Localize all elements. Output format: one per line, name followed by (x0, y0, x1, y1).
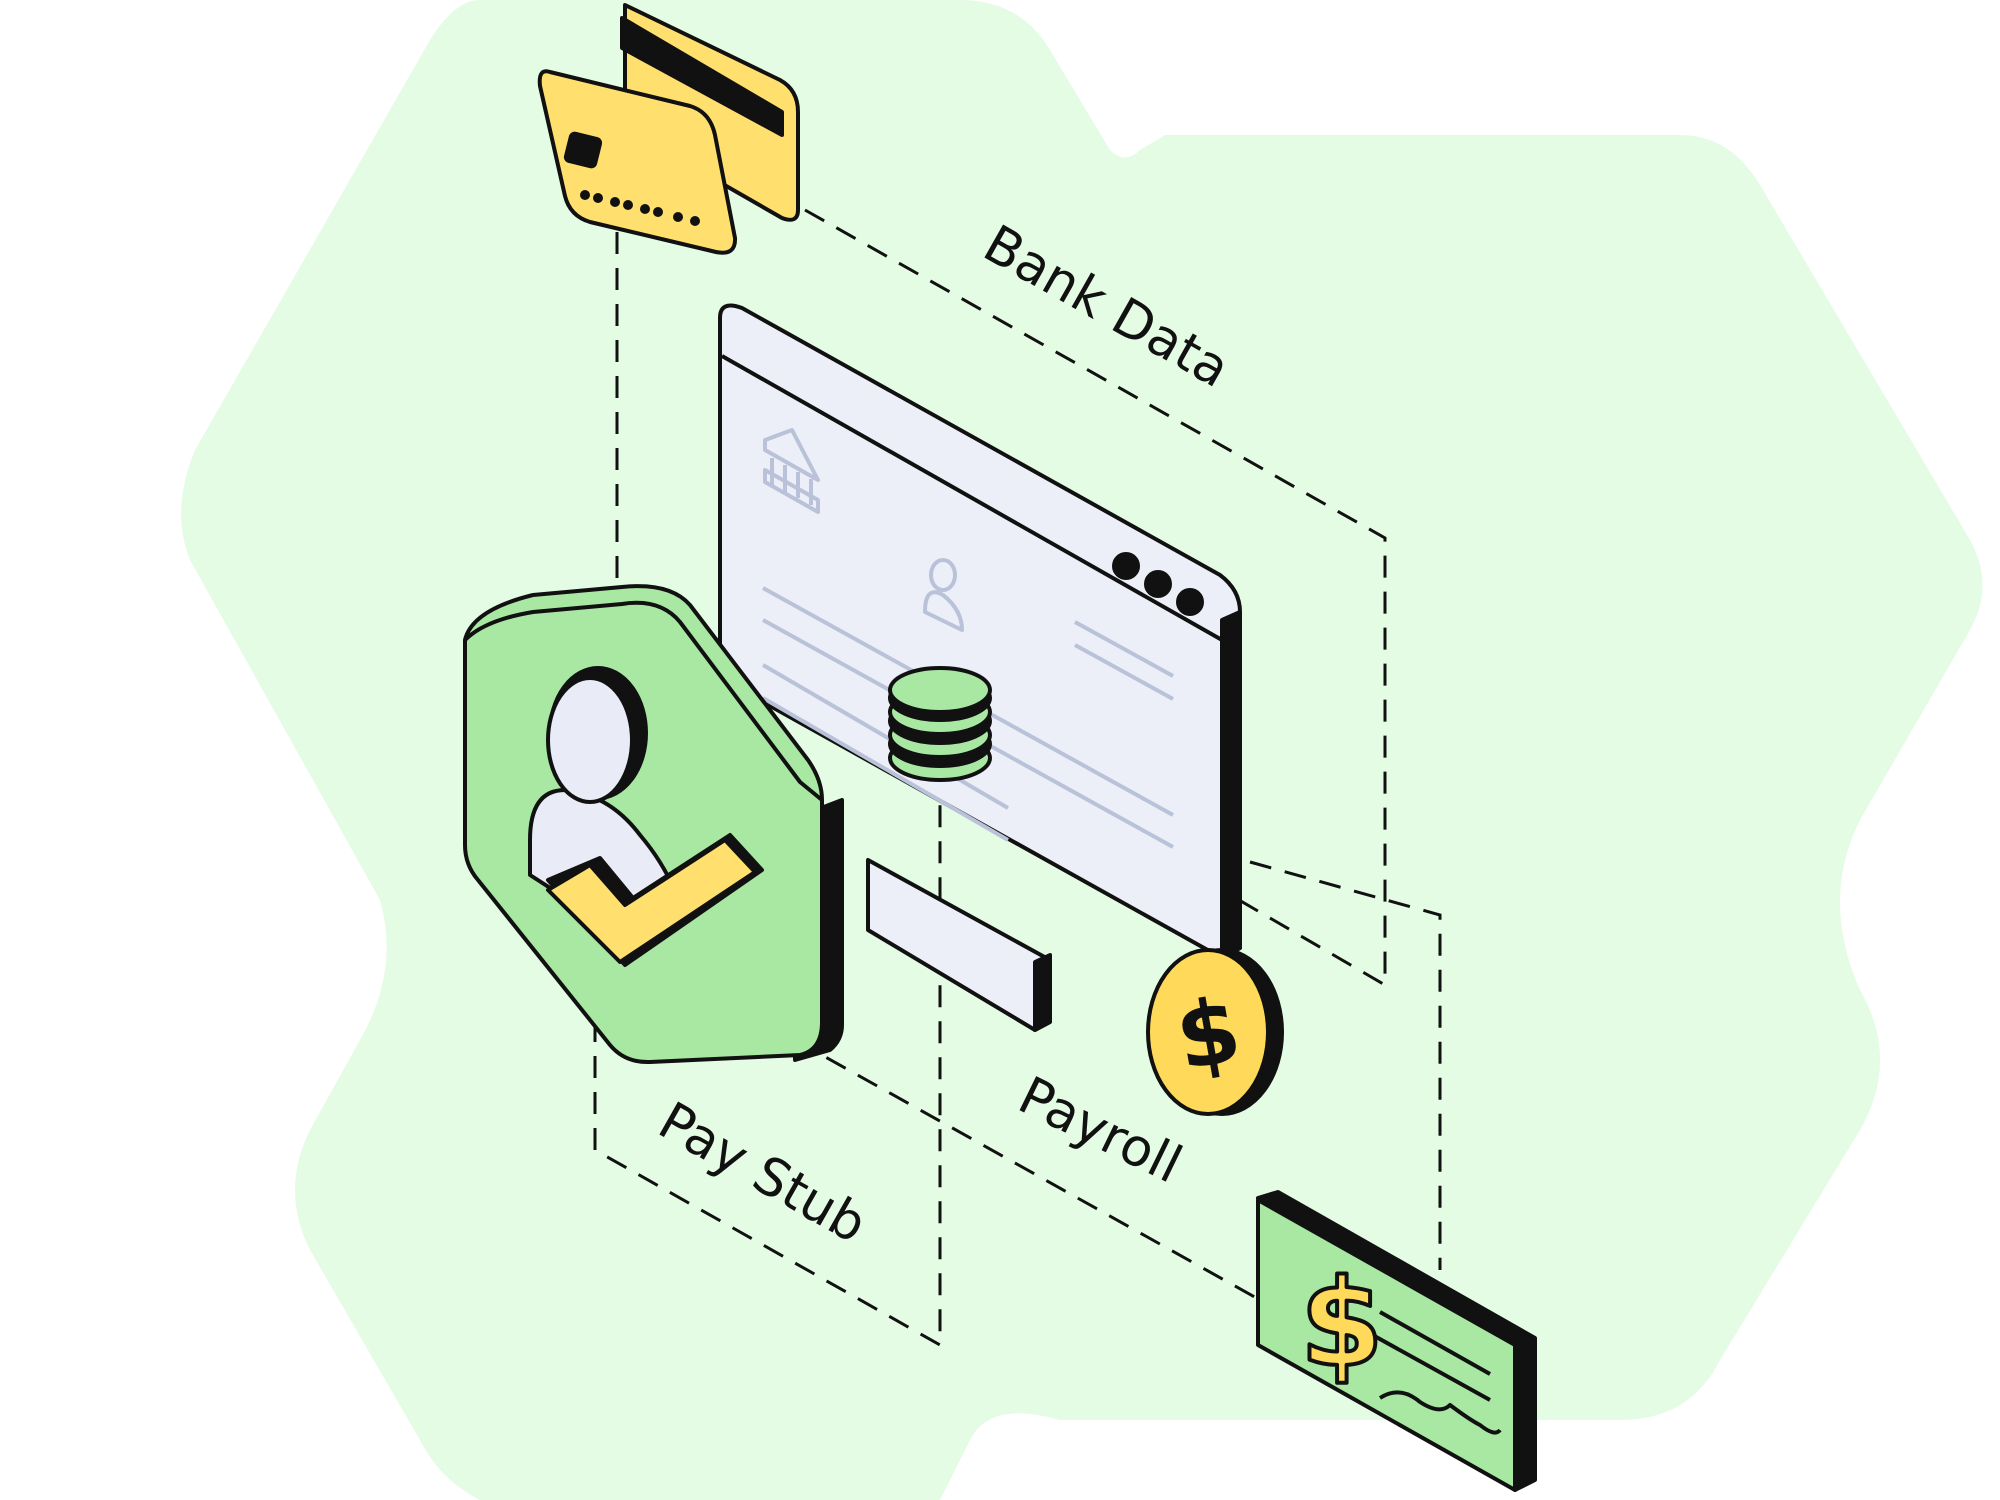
paycheck-icon: $ (1256, 1190, 1537, 1492)
coin-stack-icon (888, 666, 992, 782)
svg-text:$: $ (1300, 1255, 1384, 1394)
checkmark (546, 833, 764, 967)
bank-building-icon (763, 428, 820, 514)
dollar-coin-icon: $ (1146, 948, 1284, 1116)
browser-window-icon (718, 303, 1242, 1032)
verified-user-shield-icon (463, 584, 844, 1065)
user-outline-icon (923, 558, 964, 632)
credit-cards-icon (537, 3, 800, 255)
